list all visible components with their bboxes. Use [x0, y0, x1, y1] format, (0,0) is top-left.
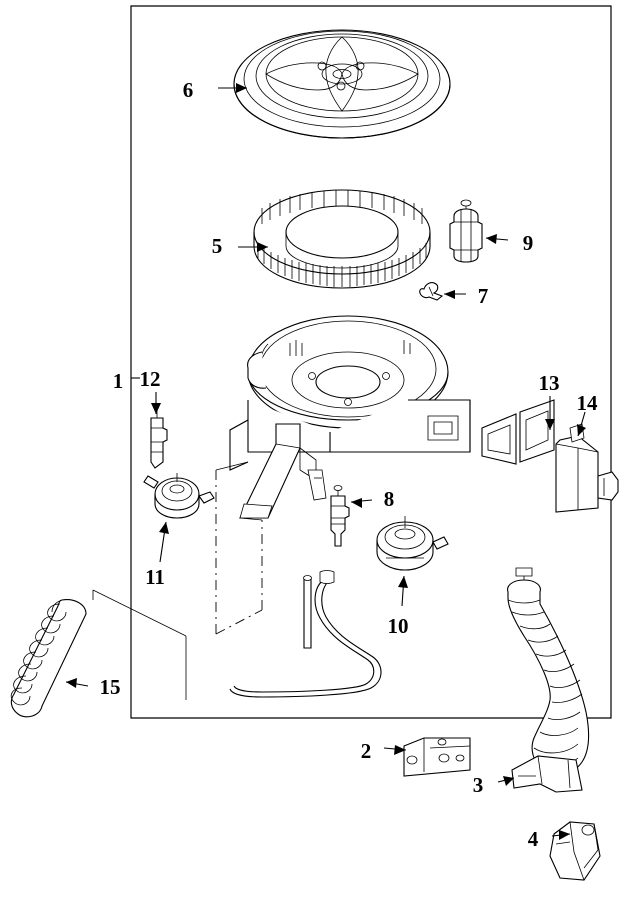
part-air-cleaner-housing: 1: [113, 315, 471, 519]
part-resonator-plate: 13: [481, 371, 560, 465]
callout-label-3: 3: [473, 773, 484, 797]
part-clip: 7: [419, 282, 489, 308]
hose-dashed-leader: [92, 589, 187, 700]
callout-label-14: 14: [577, 391, 599, 415]
part-air-filter-element: 5: [212, 189, 431, 289]
callout-label-11: 11: [145, 565, 165, 589]
part-corrugated-hose: 15: [10, 599, 121, 718]
part-intake-duct: [507, 567, 590, 775]
callout-label-2: 2: [361, 739, 372, 763]
part-mounting-bracket-bottom: 4: [528, 821, 601, 881]
callout-label-15: 15: [100, 675, 121, 699]
part-vacuum-actuator: 10: [376, 516, 449, 638]
callout-label-1: 1: [113, 369, 124, 393]
part-vacuum-hose-lines: [229, 570, 382, 698]
part-vacuum-diaphragm: 11: [143, 473, 215, 589]
group-boundary-dashed-leaders: [215, 461, 263, 635]
callout-label-5: 5: [212, 234, 223, 258]
callout-label-13: 13: [539, 371, 560, 395]
callout-label-10: 10: [388, 614, 409, 638]
callout-label-9: 9: [523, 231, 534, 255]
callout-label-6: 6: [183, 78, 194, 102]
callout-label-4: 4: [528, 827, 539, 851]
part-air-cleaner-cover: 6: [183, 29, 451, 139]
callout-label-7: 7: [478, 284, 489, 308]
part-bracket-lower: 2: [361, 737, 471, 777]
group-boundary-box: [130, 5, 612, 719]
part-duct-support-bracket: 3: [473, 755, 583, 797]
part-valve-stem: 12: [140, 367, 168, 469]
callout-label-8: 8: [384, 487, 395, 511]
part-vacuum-motor-small: 9: [449, 199, 534, 263]
callout-label-12: 12: [140, 367, 161, 391]
part-resonator-box: 14: [555, 391, 619, 513]
part-temperature-sensor-valve: 8: [330, 485, 395, 547]
